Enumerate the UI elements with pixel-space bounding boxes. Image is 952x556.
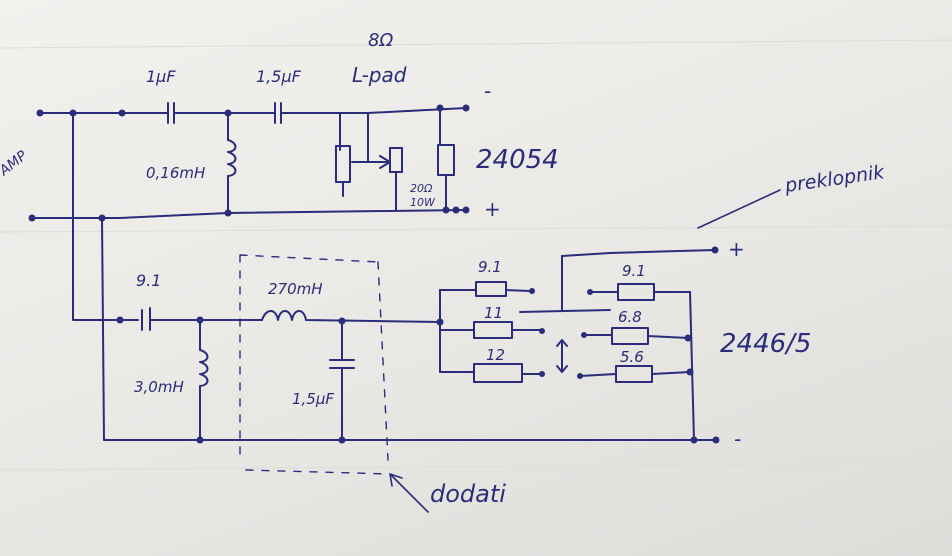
resistor-20-symbol: [437, 144, 455, 176]
wire-input-to-woofer: [72, 112, 139, 321]
right-bank-rail: [689, 291, 695, 441]
switch-pointer-line: [697, 189, 781, 229]
resistor-91-left: [475, 281, 507, 297]
cap-15uf-bot-symbol: [329, 320, 355, 441]
woofer-section: [72, 112, 781, 513]
label-res-12: 12: [486, 346, 505, 364]
label-minus-bottom: -: [734, 427, 741, 451]
resistor-12: [473, 363, 523, 383]
switch-arrow: [556, 339, 568, 373]
inductor-016-symbol: [227, 112, 237, 214]
terminal-tweeter-minus: [462, 104, 470, 112]
dodati-underline: [245, 469, 391, 475]
labels: AMP 1μF 1,5μF 8Ω L-pad 0,16mH 24054 20Ω …: [0, 30, 887, 508]
resistor-56: [615, 365, 653, 383]
label-woofer-model: 2446/5: [720, 329, 811, 359]
terminal-tweeter-plus: [462, 206, 470, 214]
switch-arm: [519, 309, 611, 313]
wire-top-ground: [31, 209, 467, 219]
resistor-91-series: [141, 307, 263, 331]
label-cap-1uf: 1μF: [146, 67, 176, 86]
label-res-20: 20Ω: [410, 182, 433, 195]
terminal-amp-top: [36, 109, 44, 117]
tweeter-box: [389, 147, 403, 173]
label-ind-270: 270mH: [268, 280, 323, 298]
dodati-arrow: [389, 473, 429, 513]
label-dodati: dodati: [430, 480, 506, 508]
label-amp: AMP: [0, 148, 31, 180]
label-plus-top: +: [484, 197, 501, 221]
inductor-30-symbol: [199, 319, 209, 441]
terminal-woofer-plus: [711, 246, 719, 254]
label-lpad: L-pad: [352, 63, 407, 87]
label-res-56: 5.6: [620, 348, 644, 366]
paper-lines: [0, 39, 952, 471]
label-res-68: 6.8: [618, 308, 642, 326]
cap-15uf-top-symbol: [274, 102, 341, 151]
lpad-wiper: [351, 155, 391, 169]
label-plus-right: +: [728, 237, 745, 261]
label-minus-top: -: [484, 79, 491, 103]
terminal-woofer-minus: [712, 436, 720, 444]
label-cap-15uf-bot: 1,5μF: [292, 390, 334, 408]
label-ind-30: 3,0mH: [134, 378, 184, 396]
label-ind-016: 0,16mH: [146, 164, 205, 182]
label-res-91-mid: 9.1: [136, 271, 161, 290]
label-res-91-left: 9.1: [478, 258, 502, 276]
tweeter-section: [28, 102, 470, 222]
lpad-resistor: [335, 145, 351, 183]
label-impedance: 8Ω: [368, 30, 393, 51]
cap-1uf-symbol: [121, 102, 276, 124]
wire-ground-to-woofer: [101, 217, 105, 441]
terminal-amp-bottom: [28, 214, 36, 222]
resistor-91-right: [617, 283, 655, 301]
inductor-270-symbol: [261, 310, 441, 323]
label-res-20-power: 10W: [410, 196, 436, 209]
resistor-11: [473, 321, 513, 339]
label-cap-15uf-top: 1,5μF: [256, 67, 302, 86]
label-tweeter-model: 24054: [476, 145, 559, 175]
right-top-rail: [561, 249, 716, 257]
dashed-addition-box: [239, 254, 389, 461]
label-switch: preklopnik: [783, 161, 887, 197]
resistor-68: [611, 327, 649, 345]
label-res-91-right: 9.1: [622, 262, 646, 280]
label-res-11: 11: [484, 304, 503, 322]
